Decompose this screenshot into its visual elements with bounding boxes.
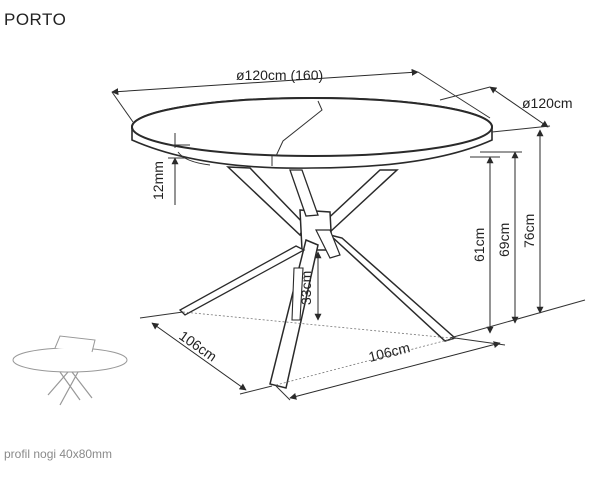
- leg-profile-caption: profil nogi 40x80mm: [4, 447, 113, 461]
- dim-leg-inner-label: 33cm: [298, 271, 314, 305]
- dim-base-depth: 106cm: [139, 311, 273, 395]
- dim-top-width-label: ø120cm: [522, 95, 573, 111]
- dim-top-thickness: 12mm: [150, 133, 190, 205]
- dim-height-69: 69cm: [480, 151, 522, 324]
- dim-top-width: ø120cm: [439, 86, 573, 133]
- dim-leg-inner: 33cm: [298, 251, 322, 321]
- dim-base-width: 106cm: [275, 337, 506, 401]
- dim-base-depth-label: 106cm: [176, 327, 220, 364]
- dim-height-61: 61cm: [470, 156, 500, 334]
- floor-reference-line: [449, 299, 586, 339]
- dim-top-length: ø120cm (160): [111, 67, 491, 123]
- dim-height-69-label: 69cm: [496, 223, 512, 257]
- product-title: PORTO: [4, 10, 67, 29]
- extended-table-thumbnail: [12, 335, 128, 406]
- dim-height-76: 76cm: [521, 129, 544, 314]
- dim-top-thickness-label: 12mm: [150, 161, 166, 200]
- dim-base-width-label: 106cm: [367, 339, 412, 365]
- dim-top-length-label: ø120cm (160): [236, 67, 323, 83]
- table-base: [178, 166, 457, 389]
- dim-height-76-label: 76cm: [521, 214, 537, 248]
- dim-height-61-label: 61cm: [471, 228, 487, 262]
